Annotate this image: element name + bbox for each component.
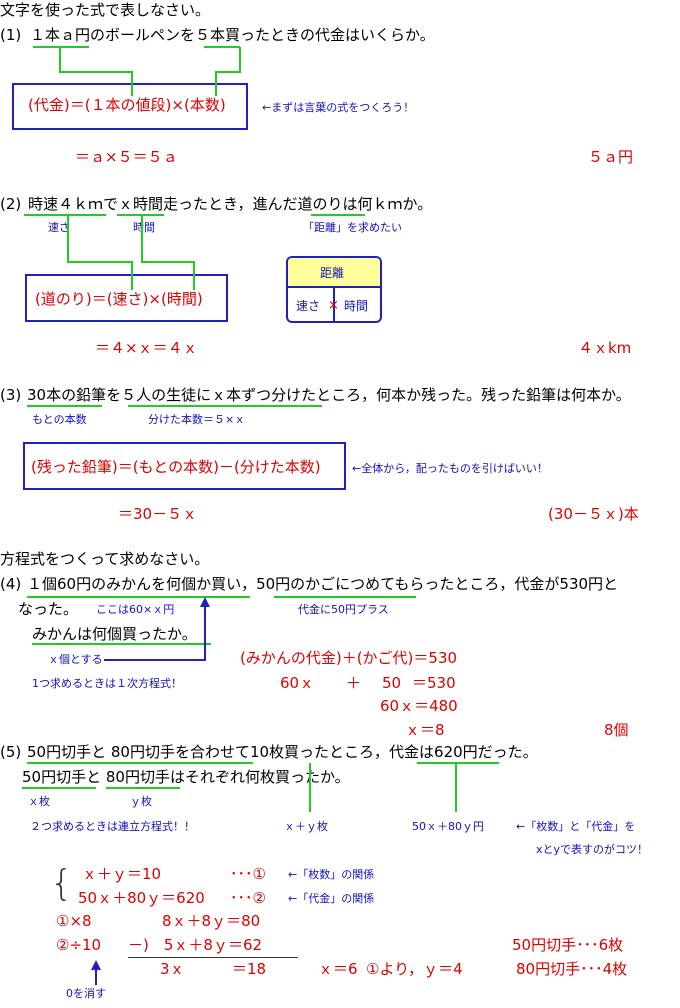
p5-question-line1: 50円切手と 80円切手を合わせて10枚買ったところ，代金は620円だった。 xyxy=(27,743,538,761)
p5-op2-eq: －) 5ｘ＋8ｙ＝62 xyxy=(128,936,263,954)
p5-op2: ②÷10 xyxy=(56,936,102,954)
p4-note-one: 1つ求めるときは１次方程式！ xyxy=(32,677,182,690)
p3-answer: (30－５ｘ)本 xyxy=(548,505,639,523)
p2-number: (2) xyxy=(0,195,22,213)
p1-answer: ５ａ円 xyxy=(588,148,634,166)
p2-label-time: 時間 xyxy=(133,221,155,234)
p5-system-eq1-note: ←「枚数」の関係 xyxy=(288,868,375,881)
heading-make-equation: 方程式をつくって求めなさい。 xyxy=(0,550,210,568)
p5-system-brace: { xyxy=(50,863,73,904)
p5-question-line2: 50円切手と 80円切手はそれぞれ何枚買ったか。 xyxy=(22,768,350,786)
p3-formula-box: (残った鉛筆)＝(もとの本数)－(分けた本数) xyxy=(23,442,346,490)
p5-system-eq2: 50ｘ＋80ｙ＝620 xyxy=(78,889,205,907)
p4-eq2-term1: 60ｘ xyxy=(280,674,315,692)
p5-note-relation2: xとyで表すのがコツ！ xyxy=(536,843,649,856)
p3-calc: ＝30－５ｘ xyxy=(118,505,198,523)
p5-answer-50yen: 50円切手･･･6枚 xyxy=(512,936,624,954)
p5-subtraction-line xyxy=(128,957,298,958)
p5-number: (5) xyxy=(0,743,22,761)
p3-label-split: 分けた本数＝５×ｘ xyxy=(148,413,246,426)
p5-label-count: ｘ＋ｙ枚 xyxy=(284,820,328,833)
p2-diagram-times: × xyxy=(328,298,339,313)
p5-system-eq1: ｘ＋ｙ＝10 xyxy=(82,865,162,883)
p4-eq4: ｘ＝8 xyxy=(405,721,445,739)
p1-number: (1) xyxy=(0,26,22,44)
p4-eq2-term2: 50 xyxy=(382,674,402,692)
p4-eq1: (みかんの代金)＋(かご代)＝530 xyxy=(240,649,458,667)
p4-answer: 8個 xyxy=(604,721,629,739)
p4-eq2-rhs: ＝530 xyxy=(412,674,456,692)
p4-eq3: 60ｘ＝480 xyxy=(380,697,458,715)
p2-answer: ４ｘkm xyxy=(578,339,632,357)
p1-note: ←まずは言葉の式をつくろう！ xyxy=(262,101,415,114)
p5-note-zero: 0を消す xyxy=(66,987,106,1000)
p5-op1: ①×8 xyxy=(56,912,92,930)
heading-write-expression: 文字を使った式で表しなさい。 xyxy=(0,1,211,19)
p4-question-line3: みかんは何個買ったか。 xyxy=(32,625,197,643)
p4-question-line1: １個60円のみかんを何個か買い，50円のかごにつめてもらったところ，代金が530… xyxy=(27,575,619,593)
p3-question: 30本の鉛筆を５人の生徒にｘ本ずつ分けたところ，何本か残った。残った鉛筆は何本か… xyxy=(27,386,631,404)
p4-note-x: ｘ個とする xyxy=(48,653,103,666)
p2-label-want: 「距離」を求めたい xyxy=(303,221,402,234)
p5-result-rhs: ＝18 xyxy=(232,960,267,978)
p1-formula: (代金)＝(１本の値段)×(本数) xyxy=(28,96,226,114)
p5-result-lhs: 3ｘ xyxy=(160,960,185,978)
p2-label-speed: 速さ xyxy=(48,221,70,234)
p2-formula-box: (道のり)＝(速さ)×(時間) xyxy=(25,274,228,322)
p4-question-line2: なった。 xyxy=(18,600,79,618)
p4-number: (4) xyxy=(0,575,22,593)
p2-question: 時速４ｋｍでｘ時間走ったとき，進んだ道のりは何ｋｍか。 xyxy=(28,195,433,213)
p3-note: ←全体から，配ったものを引けばいい！ xyxy=(352,462,548,475)
p2-calc: ＝４×ｘ＝４ｘ xyxy=(95,339,198,357)
p1-question: １本ａ円のボールペンを５本買ったときの代金はいくらか。 xyxy=(30,26,435,44)
p5-system-eq2-mark: ･･･② xyxy=(230,889,266,907)
p3-label-original: もとの本数 xyxy=(32,413,87,426)
p5-label-x: ｘ枚 xyxy=(28,795,50,808)
p1-calc: ＝ａ×５＝５ａ xyxy=(75,148,178,166)
p2-speed-time-distance-diagram: 距離 速さ × 時間 xyxy=(286,256,382,323)
p5-y-value: ①より，ｙ＝4 xyxy=(366,960,463,978)
p3-number: (3) xyxy=(0,386,22,404)
p2-diagram-time: 時間 xyxy=(344,299,369,313)
p2-diagram-distance: 距離 xyxy=(320,266,345,280)
p1-formula-box: (代金)＝(１本の値段)×(本数) xyxy=(12,83,248,130)
p5-system-eq1-mark: ･･･① xyxy=(230,865,266,883)
p4-note-basket: 代金に50円プラス xyxy=(298,603,389,616)
p5-answer-80yen: 80円切手･･･4枚 xyxy=(516,960,628,978)
p5-label-cost: 50ｘ＋80ｙ円 xyxy=(412,820,484,833)
p2-formula: (道のり)＝(速さ)×(時間) xyxy=(35,290,203,308)
p3-formula: (残った鉛筆)＝(もとの本数)－(分けた本数) xyxy=(31,458,321,476)
p5-label-y: ｙ枚 xyxy=(130,795,152,808)
p2-diagram-speed: 速さ xyxy=(296,299,321,313)
p4-eq2-plus: ＋ xyxy=(346,674,362,692)
p5-op1-eq: 8ｘ＋8ｙ＝80 xyxy=(162,912,261,930)
p4-note-here: ここは60×ｘ円 xyxy=(96,603,175,616)
p5-x-value: ｘ＝6 xyxy=(318,960,358,978)
p5-note-two: ２つ求めるときは連立方程式！！ xyxy=(30,820,195,833)
p5-note-relation1: ←「枚数」と「代金」を xyxy=(516,820,636,833)
p5-system-eq2-note: ←「代金」の関係 xyxy=(288,892,375,905)
